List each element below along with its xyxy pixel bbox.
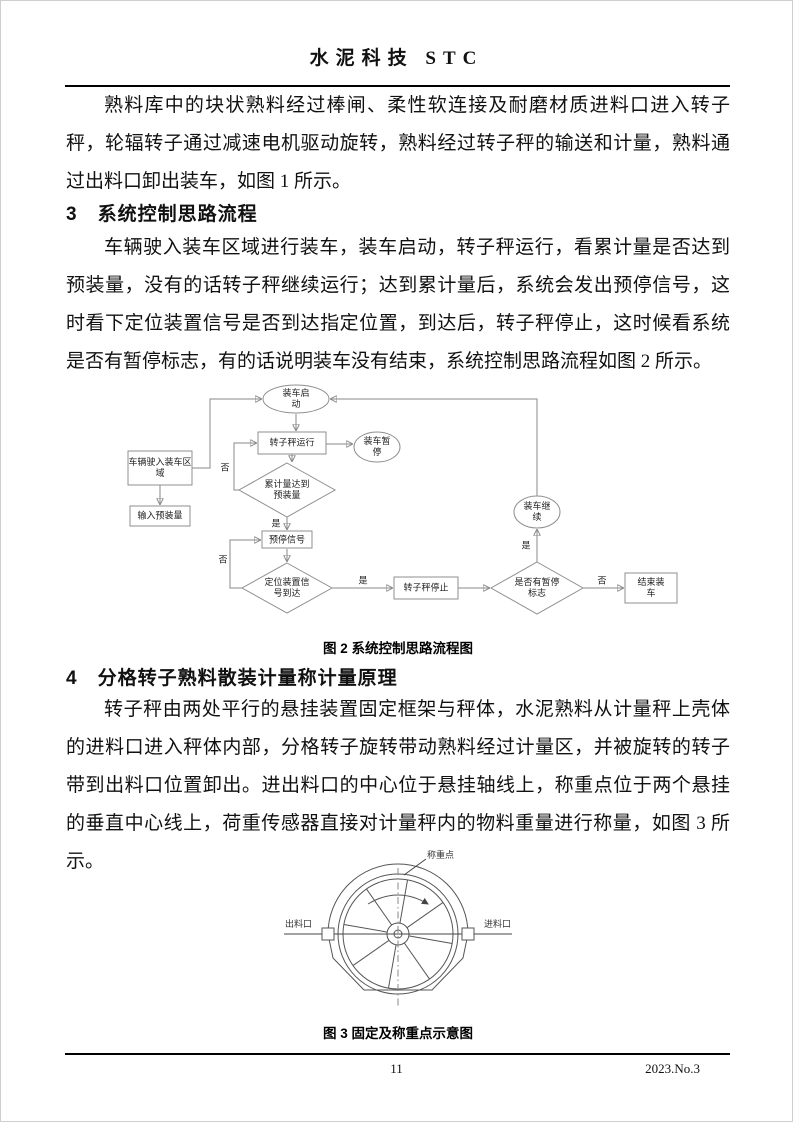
- flowchart-shapes: [127, 384, 678, 615]
- rotor-spokes: [343, 879, 453, 989]
- flow-shape-finish: [624, 572, 678, 604]
- flow-node-run: 转子秤运行: [269, 437, 315, 448]
- flow-node-pause: 装车暂停: [363, 436, 391, 457]
- flow-shape-start: [262, 384, 330, 414]
- footer-rule: [65, 1053, 730, 1055]
- flow-node-vehicle-enter: 车辆驶入装车区域: [128, 457, 192, 478]
- flow-node-check-accumulate: 累计量达到预装量: [264, 479, 310, 500]
- flow-shape-position-signal: [240, 562, 334, 614]
- intro-paragraph: 熟料库中的块状熟料经过棒闸、柔性软连接及耐磨材质进料口进入转子秤，轮辐转子通过减…: [66, 95, 730, 192]
- flow-edge-label-no-1: 否: [220, 462, 230, 473]
- weigh-point-leader-line: [403, 858, 427, 876]
- flowchart-connectors: [160, 399, 623, 588]
- inlet-label: 进料口: [484, 919, 512, 929]
- flow-edge-label-no-2: 否: [218, 554, 228, 565]
- flow-node-start: 装车启动: [282, 388, 310, 409]
- flow-node-pause-flag: 是否有暂停标志: [514, 577, 560, 598]
- flow-node-position-signal: 定位装置信号到达: [264, 577, 310, 598]
- flow-edge-label-no-3: 否: [597, 575, 607, 586]
- weigh-point-label: 称重点: [427, 850, 455, 860]
- flow-shape-pause-flag: [489, 561, 585, 615]
- section-3-paragraph: 车辆驶入装车区域进行装车，装车启动，转子秤运行，看累计量是否达到预装量，没有的话…: [66, 237, 730, 372]
- flow-shape-check-accumulate: [237, 462, 337, 518]
- figure-2: 装车启动 转子秤运行 装车暂停 车辆驶入装车区域 累计量达到预装量 输入预装量 …: [66, 383, 730, 657]
- flow-node-finish: 结束装车: [637, 577, 665, 598]
- issue-number: 2023.No.3: [645, 1061, 700, 1076]
- flow-shape-input-preset: [129, 505, 191, 527]
- flow-shape-continue: [513, 495, 561, 529]
- figure-3-caption: 图 3 固定及称重点示意图: [322, 1026, 473, 1041]
- flowchart-canvas: 装车启动 转子秤运行 装车暂停 车辆驶入装车区域 累计量达到预装量 输入预装量 …: [106, 383, 706, 633]
- flow-node-prestop-signal: 预停信号: [268, 534, 306, 545]
- figure-3: 称重点 出料口 进料口 图 3 固定及称重点示意图: [66, 846, 730, 1042]
- flow-shape-prestop-signal: [261, 530, 313, 549]
- flow-shape-vehicle-enter: [127, 450, 193, 486]
- figure-2-caption: 图 2 系统控制思路流程图: [322, 641, 473, 656]
- outlet-label: 出料口: [285, 919, 313, 929]
- section-4-heading: 4 分格转子熟料散装计量称计量原理: [66, 668, 398, 689]
- rotation-arrow: [367, 894, 429, 905]
- journal-title: 水泥科技 STC: [309, 48, 484, 69]
- flow-node-input-preset: 输入预装量: [137, 510, 183, 521]
- section-4-paragraph: 转子秤由两处平行的悬挂装置固定框架与秤体，水泥熟料从计量秤上壳体的进料口进入秤体…: [66, 699, 730, 872]
- suspension-block-right: [461, 927, 475, 941]
- flow-edge-label-yes-3: 是: [521, 540, 531, 551]
- rotor-scale-diagram: [284, 858, 512, 1008]
- flow-shape-stop: [393, 576, 459, 600]
- section-3-heading: 3 系统控制思路流程: [66, 204, 258, 225]
- flow-node-continue: 装车继续: [523, 501, 551, 522]
- flow-node-stop: 转子秤停止: [403, 582, 449, 593]
- flow-edge-label-yes-1: 是: [271, 518, 281, 529]
- suspension-block-left: [321, 927, 335, 941]
- flow-edge-label-yes-2: 是: [358, 575, 368, 586]
- page-number: 11: [390, 1061, 403, 1076]
- rotor-scale-canvas: 称重点 出料口 进料口: [228, 846, 568, 1018]
- flow-shape-pause: [353, 431, 401, 463]
- flow-shape-run: [257, 431, 327, 455]
- header-rule: [65, 85, 730, 87]
- flowchart-diagram: [127, 384, 678, 615]
